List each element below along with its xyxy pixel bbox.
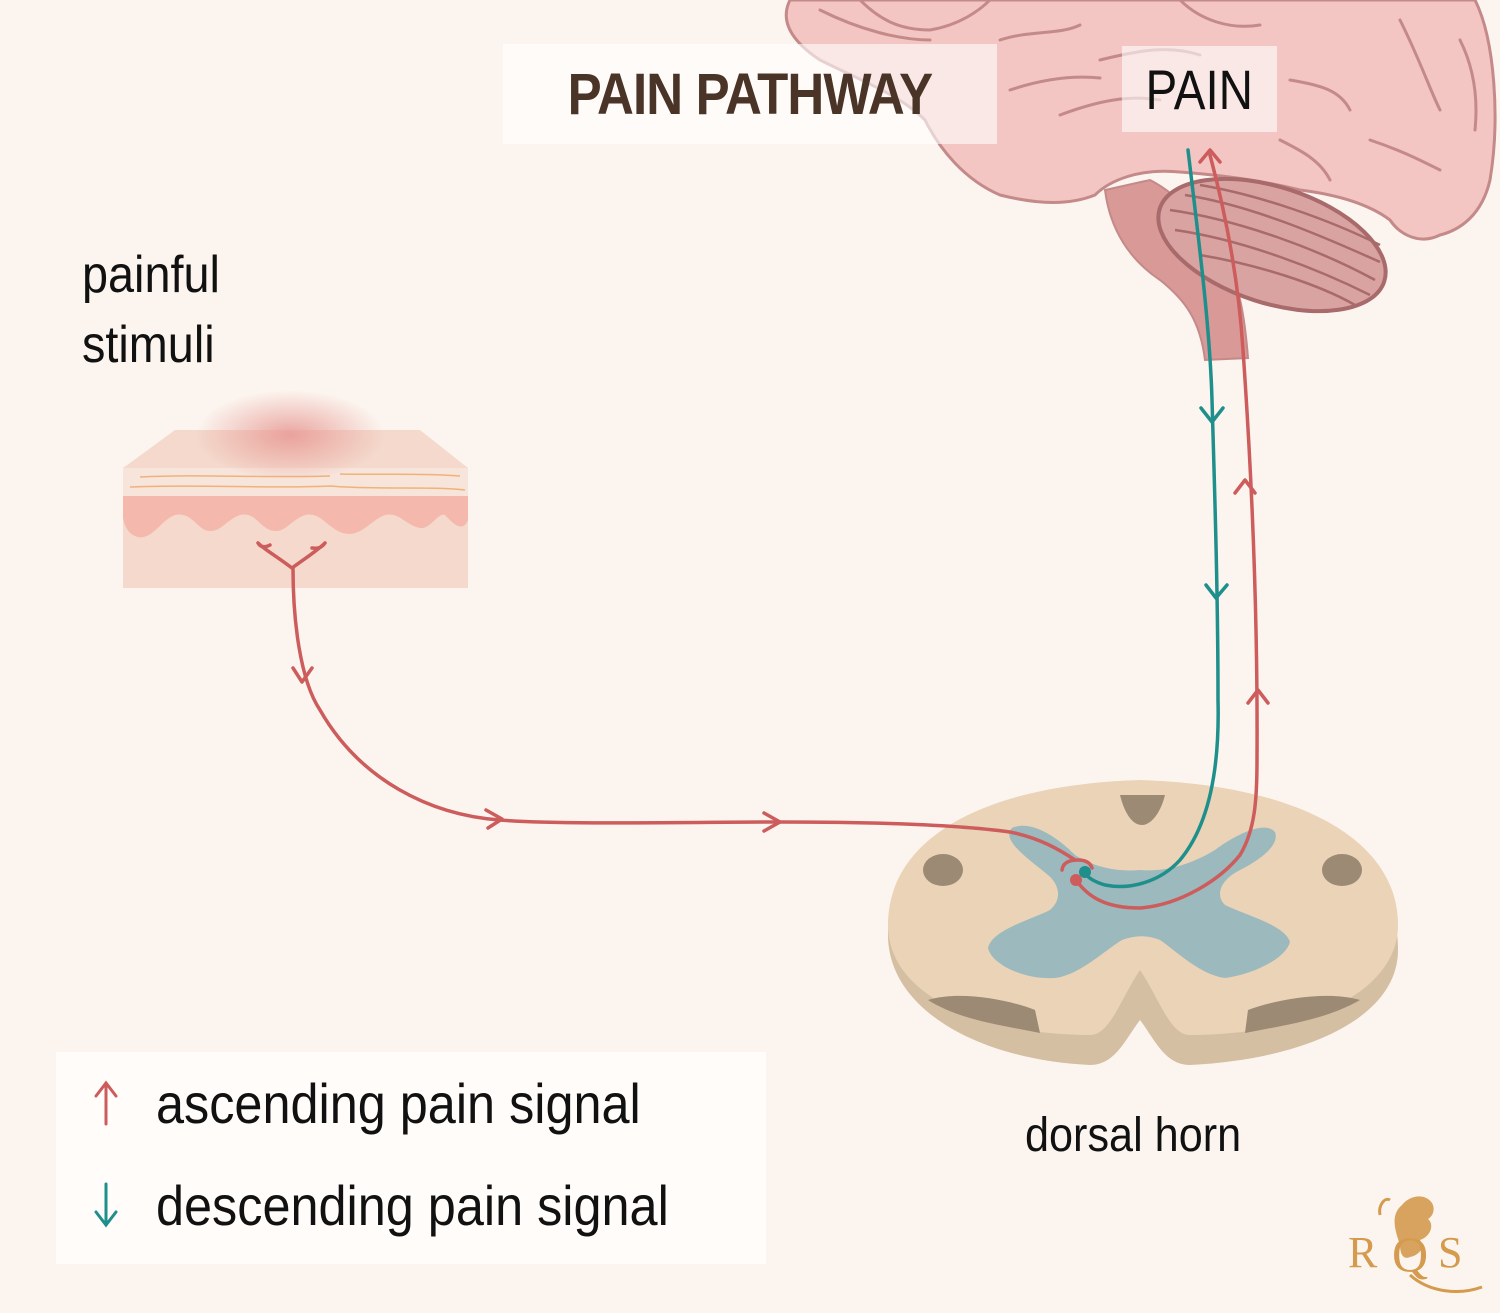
spinal-ventral-tract-left <box>928 995 1040 1033</box>
arrowhead <box>484 808 504 830</box>
lion-logo-icon: R Q S <box>1348 1196 1483 1293</box>
spinal-lateral-tract-left <box>923 854 963 886</box>
spinal-lateral-tract-right <box>1322 854 1362 886</box>
stimuli-label-line2: stimuli <box>82 316 215 374</box>
legend-item-ascending: ascending pain signal <box>56 1058 766 1148</box>
ascending-nerve-branch <box>256 541 327 570</box>
skin-papillae <box>123 496 468 538</box>
ascending-pathway <box>256 148 1270 910</box>
ascending-arrowheads <box>291 148 1270 833</box>
arrowhead <box>762 811 782 833</box>
arrowhead <box>1246 688 1270 705</box>
cerebellum-folds <box>1169 183 1381 307</box>
arrowhead <box>1199 406 1225 424</box>
stimuli-label-line1: painful <box>82 246 220 304</box>
legend: ascending pain signal descending pain si… <box>56 1052 766 1264</box>
spinal-ventral-tract-right <box>1245 995 1360 1033</box>
arrowhead <box>1198 148 1222 164</box>
arrow-down-icon <box>94 1182 118 1228</box>
spinal-cord-cross-section <box>888 780 1398 1065</box>
descending-pathway <box>1079 148 1229 889</box>
arrow-up-icon <box>94 1080 118 1126</box>
logo-letter-q: Q <box>1392 1226 1428 1282</box>
spinal-dorsal-notch <box>1120 795 1165 825</box>
title-box: PAIN PATHWAY <box>503 44 997 144</box>
descending-arrowheads <box>1199 406 1229 600</box>
dorsal-horn-label: dorsal horn <box>1025 1109 1242 1162</box>
brain-pain-label: PAIN <box>1145 57 1254 121</box>
brain-label-box: PAIN <box>1122 46 1277 132</box>
brand-logo: R Q S <box>1340 1185 1490 1300</box>
arrowhead <box>1204 583 1229 600</box>
legend-label-descending: descending pain signal <box>156 1173 669 1237</box>
brain-folds <box>818 0 1478 182</box>
legend-label-ascending: ascending pain signal <box>156 1071 641 1135</box>
ascending-peripheral-nerve <box>291 566 1077 862</box>
descending-neuron-dot <box>1079 866 1091 878</box>
page-title: PAIN PATHWAY <box>567 61 934 127</box>
arrowhead <box>1233 478 1257 495</box>
stimuli-label: painful stimuli <box>82 240 220 380</box>
legend-item-descending: descending pain signal <box>56 1160 766 1250</box>
skin-illustration <box>123 390 468 588</box>
descending-spinal-tract <box>1083 148 1220 889</box>
logo-letter-r: R <box>1348 1228 1378 1277</box>
ascending-neuron-dot <box>1070 874 1082 886</box>
ascending-synapse <box>1060 858 1094 872</box>
ascending-spinal-tract <box>1074 153 1259 910</box>
arrowhead <box>291 666 314 684</box>
pain-glow <box>195 390 385 480</box>
logo-letter-s: S <box>1438 1228 1462 1277</box>
cerebellum <box>1156 176 1388 314</box>
